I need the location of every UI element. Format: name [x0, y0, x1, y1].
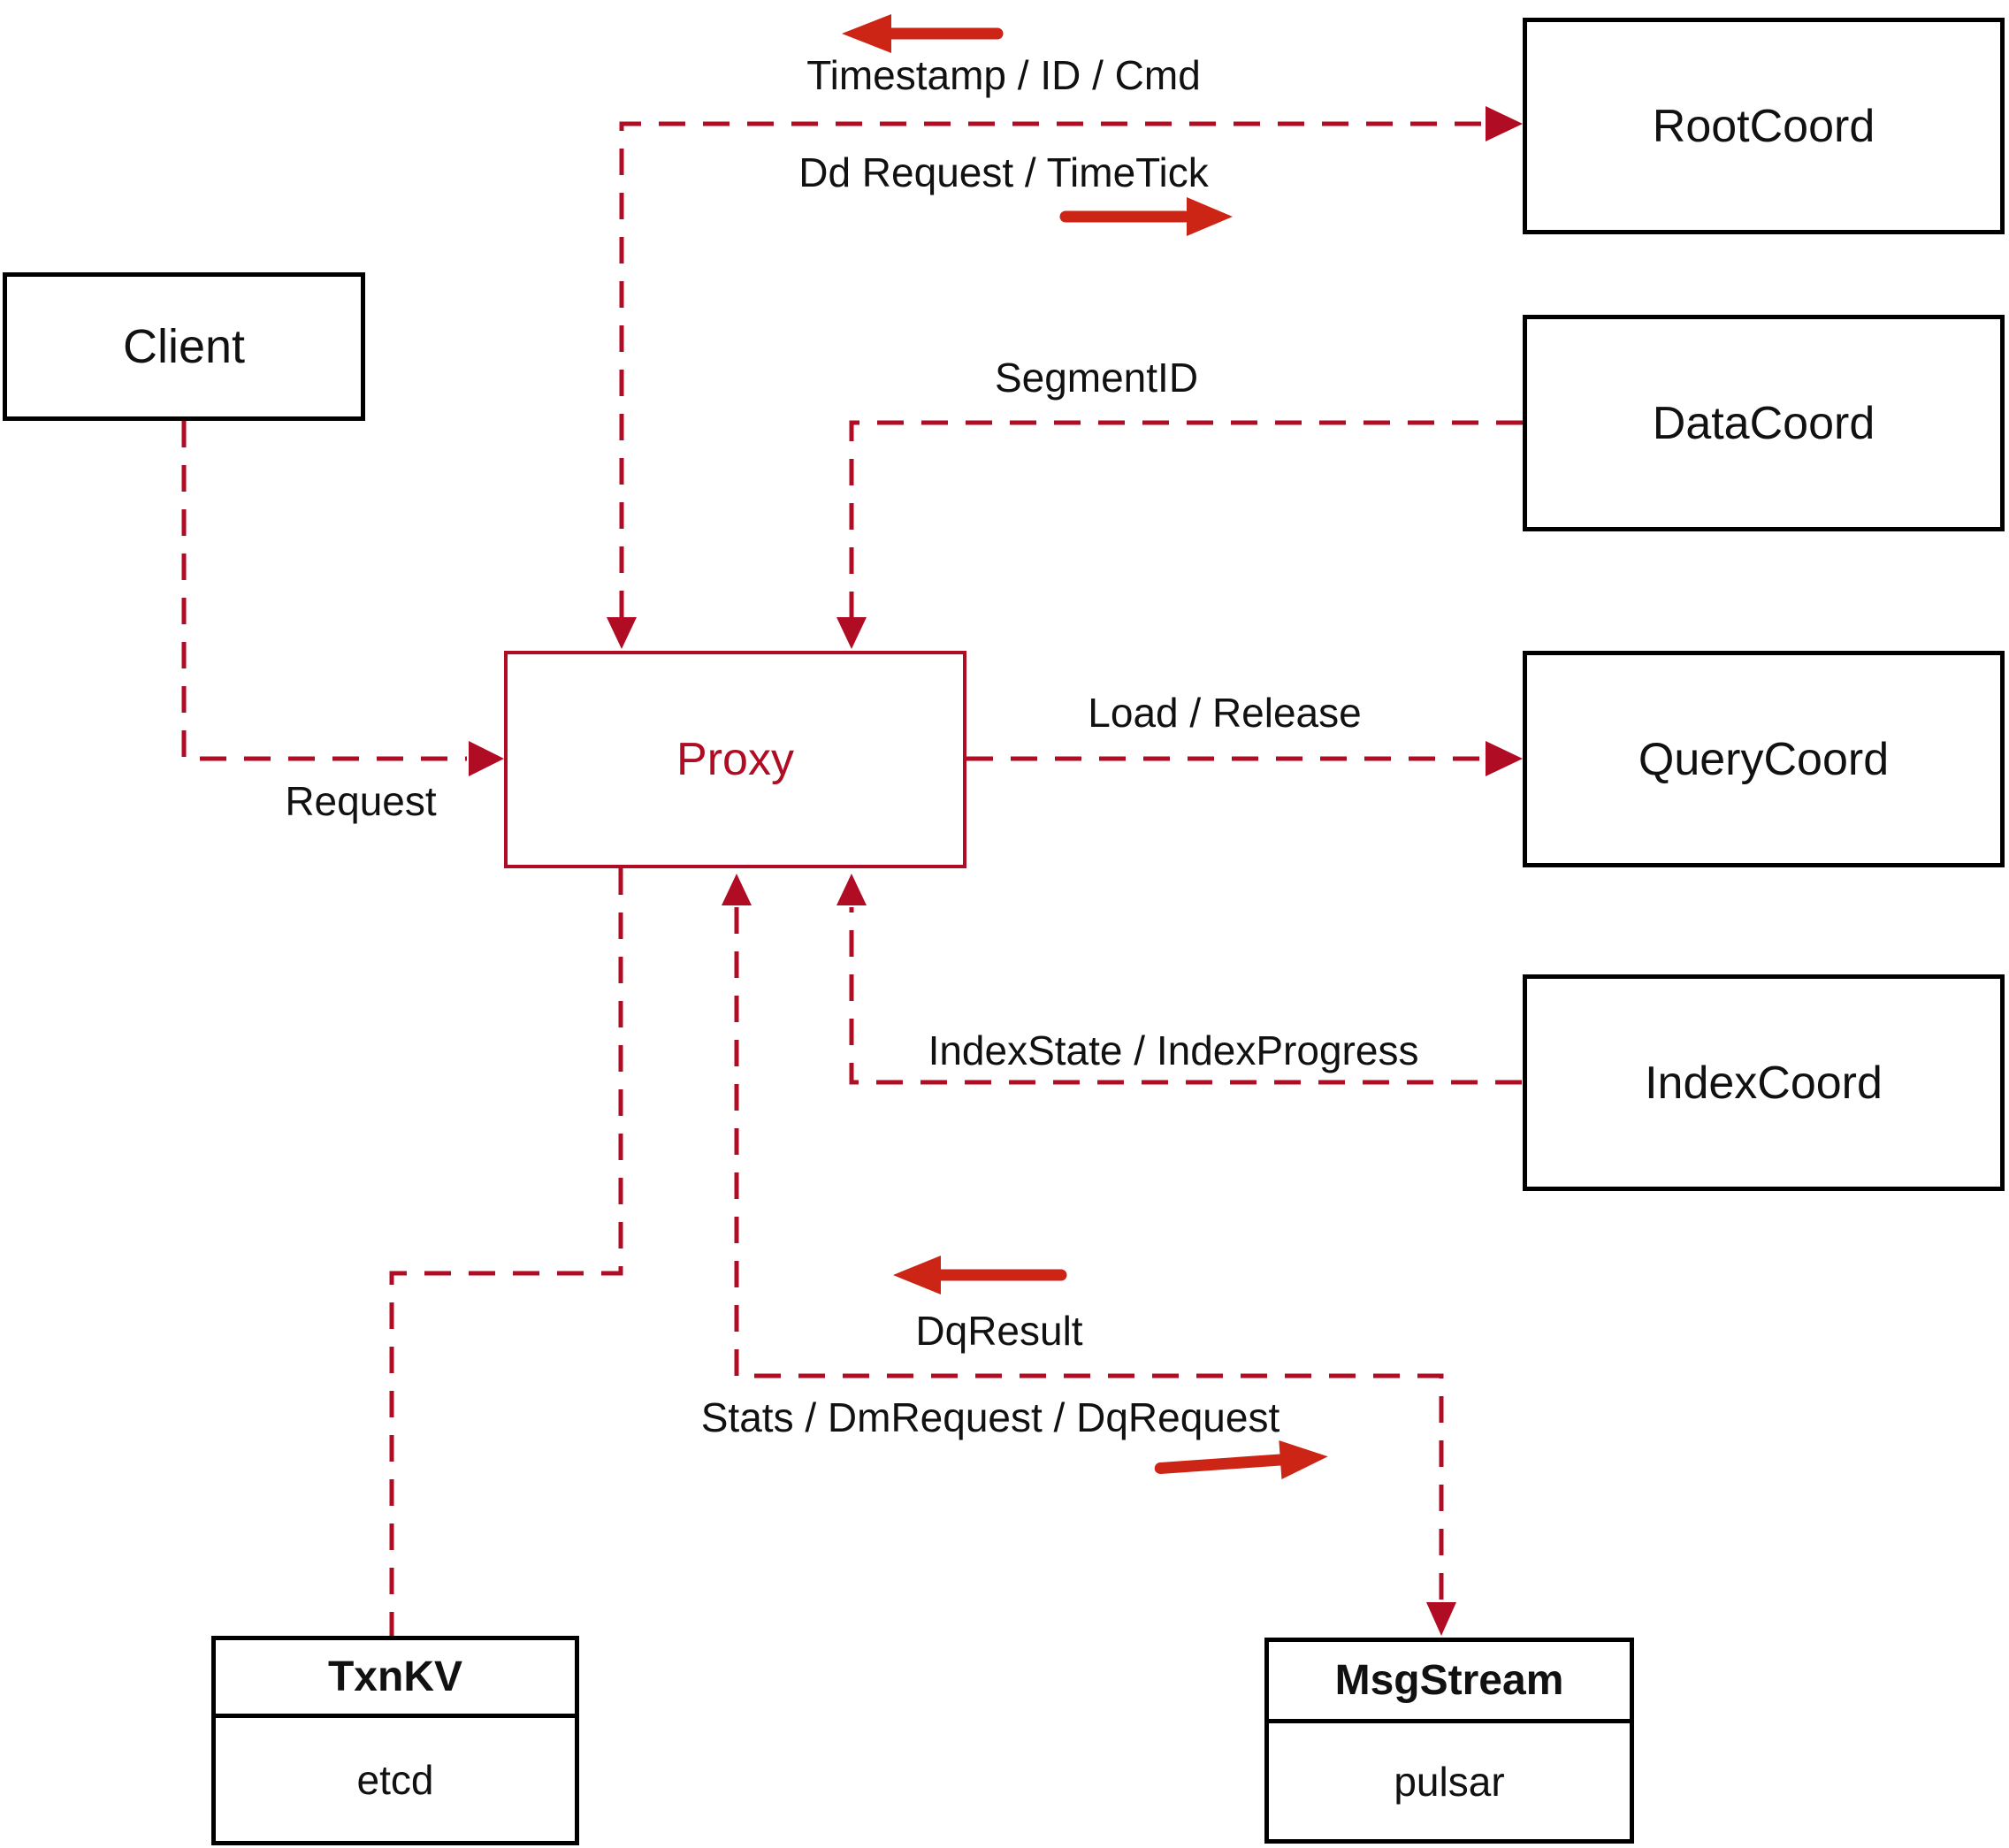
- direction-arrow-right-icon: [1154, 1440, 1328, 1479]
- edge-proxy-msgstream: [734, 907, 1444, 1600]
- node-datacoord: DataCoord: [1523, 315, 2005, 531]
- edge-label-stats-dm-dq: Stats / DmRequest / DqRequest: [700, 1394, 1280, 1440]
- arrow-right-icon: [1486, 106, 1523, 141]
- node-proxy: Proxy: [504, 651, 966, 868]
- edge-indexcoord-proxy: [849, 907, 1522, 1085]
- node-txnkv-title: TxnKV: [216, 1640, 575, 1718]
- direction-arrow-left-icon: [893, 1256, 1067, 1294]
- edge-label-request: Request: [285, 778, 437, 824]
- edge-label-timestamp-id-cmd: Timestamp / ID / Cmd: [806, 52, 1201, 98]
- edge-datacoord-proxy: [849, 420, 1523, 617]
- arrow-right-icon: [469, 741, 504, 776]
- edge-label-dq-result: DqResult: [915, 1308, 1083, 1354]
- node-datacoord-label: DataCoord: [1652, 397, 1875, 449]
- edge-label-segment-id: SegmentID: [994, 355, 1199, 401]
- node-client-label: Client: [122, 320, 246, 373]
- edge-proxy-rootcoord: [619, 121, 1484, 617]
- node-txnkv-subtitle: etcd: [356, 1756, 434, 1803]
- node-proxy-label: Proxy: [676, 734, 794, 785]
- edge-label-dd-request-timetick: Dd Request / TimeTick: [798, 149, 1209, 195]
- edge-label-index-state: IndexState / IndexProgress: [928, 1027, 1419, 1073]
- node-indexcoord-label: IndexCoord: [1645, 1057, 1883, 1109]
- arrow-down-icon: [607, 617, 637, 649]
- arrow-down-icon: [836, 617, 867, 649]
- node-indexcoord: IndexCoord: [1523, 974, 2005, 1191]
- node-rootcoord-label: RootCoord: [1652, 100, 1875, 152]
- arrow-right-icon: [1486, 741, 1523, 776]
- node-client: Client: [3, 272, 365, 421]
- arrow-down-icon: [1426, 1602, 1456, 1636]
- node-msgstream-subtitle: pulsar: [1394, 1758, 1505, 1805]
- node-msgstream-title: MsgStream: [1269, 1642, 1630, 1723]
- node-querycoord-label: QueryCoord: [1638, 733, 1890, 785]
- edge-proxy-txnkv: [389, 868, 623, 1636]
- direction-arrow-right-icon: [1059, 197, 1233, 236]
- node-msgstream: MsgStream pulsar: [1264, 1638, 1634, 1844]
- node-txnkv: TxnKV etcd: [211, 1636, 579, 1845]
- edge-client-proxy: [181, 421, 467, 761]
- arrow-up-icon: [722, 874, 752, 905]
- node-rootcoord: RootCoord: [1523, 18, 2005, 234]
- arrow-up-icon: [836, 874, 867, 905]
- direction-arrow-left-icon: [842, 14, 1004, 53]
- node-querycoord: QueryCoord: [1523, 651, 2005, 867]
- edge-label-load-release: Load / Release: [1088, 690, 1362, 736]
